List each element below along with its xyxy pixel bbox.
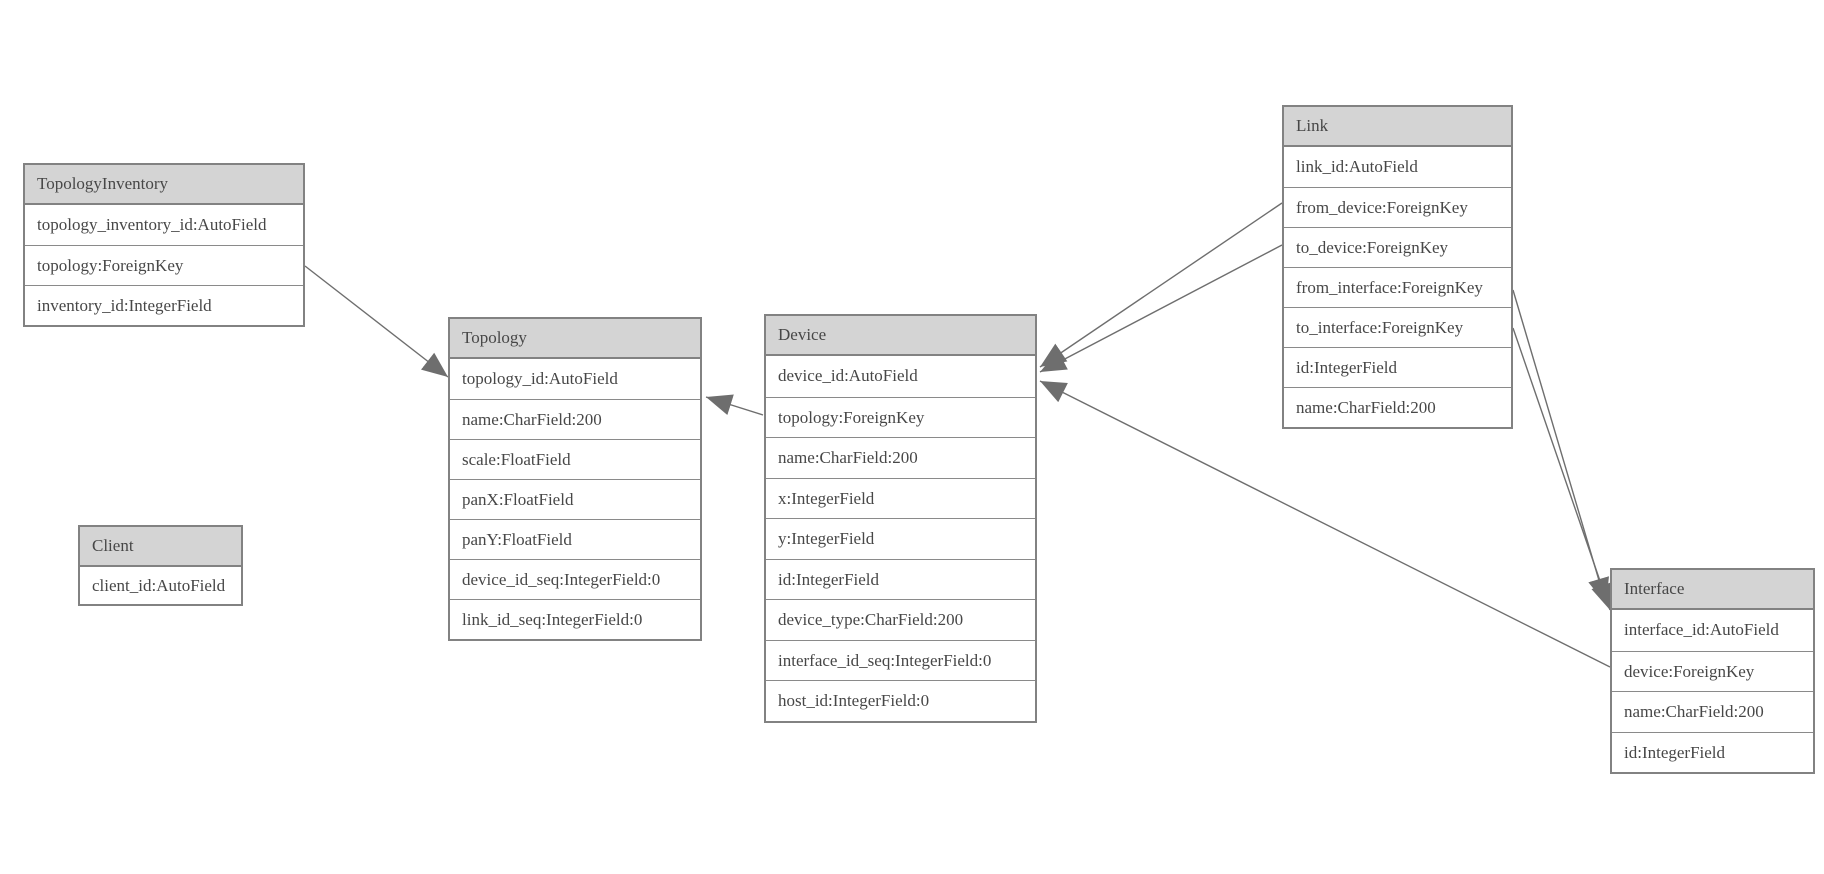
entity-device-field-row: device_id:AutoField <box>766 356 1035 397</box>
entity-device-field-row: host_id:IntegerField:0 <box>766 680 1035 721</box>
entity-link-field-row: to_device:ForeignKey <box>1284 227 1511 267</box>
entity-link-field-row: link_id:AutoField <box>1284 147 1511 187</box>
entity-interface-field-row: name:CharField:200 <box>1612 691 1813 732</box>
entity-device-field-row: name:CharField:200 <box>766 437 1035 478</box>
entity-topology-field-row: panY:FloatField <box>450 519 700 559</box>
edge-link-from_device-to-device <box>1039 202 1283 368</box>
entity-topology-field-row: name:CharField:200 <box>450 399 700 439</box>
entity-link-field-row: name:CharField:200 <box>1284 387 1511 427</box>
entity-topology-field-row: topology_id:AutoField <box>450 359 700 399</box>
entity-interface-field-row: interface_id:AutoField <box>1612 610 1813 651</box>
entity-device-field-row: device_type:CharField:200 <box>766 599 1035 640</box>
entity-topology-field-row: scale:FloatField <box>450 439 700 479</box>
edge-topologyinventory-topology-to-topology <box>304 265 449 378</box>
entity-topology-inventory-field-row: topology:ForeignKey <box>25 245 303 285</box>
entity-device-field-row: x:IntegerField <box>766 477 1035 518</box>
entity-device-field-row: topology:ForeignKey <box>766 396 1035 437</box>
entity-client-title[interactable]: Client <box>80 527 241 567</box>
entity-link-field-row: from_interface:ForeignKey <box>1284 267 1511 307</box>
edge-link-to_device-to-device <box>1039 244 1283 373</box>
entity-link-field-row: id:IntegerField <box>1284 347 1511 387</box>
entity-topology-title[interactable]: Topology <box>450 319 700 359</box>
entity-interface-field-row: id:IntegerField <box>1612 731 1813 772</box>
entity-interface-field-row: device:ForeignKey <box>1612 650 1813 691</box>
entity-client-field-row: client_id:AutoField <box>80 567 241 604</box>
entity-link-title[interactable]: Link <box>1284 107 1511 147</box>
edge-link-to_interface-to-interface <box>1512 327 1612 611</box>
entity-interface-title[interactable]: Interface <box>1612 570 1813 610</box>
entity-topology-field-row: link_id_seq:IntegerField:0 <box>450 599 700 639</box>
entity-topology-field-row: device_id_seq:IntegerField:0 <box>450 559 700 599</box>
entity-topology-field-row: panX:FloatField <box>450 479 700 519</box>
entity-topology-inventory-title[interactable]: TopologyInventory <box>25 165 303 205</box>
entity-link-field-row: to_interface:ForeignKey <box>1284 307 1511 347</box>
entity-topology-inventory-field-row: inventory_id:IntegerField <box>25 285 303 325</box>
entity-device-field-row: id:IntegerField <box>766 558 1035 599</box>
entity-device-field-row: y:IntegerField <box>766 518 1035 559</box>
edge-link-from_interface-to-interface <box>1512 289 1609 605</box>
entity-device-title[interactable]: Device <box>766 316 1035 356</box>
entity-topology-inventory-field-row: topology_inventory_id:AutoField <box>25 205 303 245</box>
entity-link-field-row: from_device:ForeignKey <box>1284 187 1511 227</box>
edge-device-topology-to-topology <box>705 394 764 416</box>
entity-device-field-row: interface_id_seq:IntegerField:0 <box>766 639 1035 680</box>
